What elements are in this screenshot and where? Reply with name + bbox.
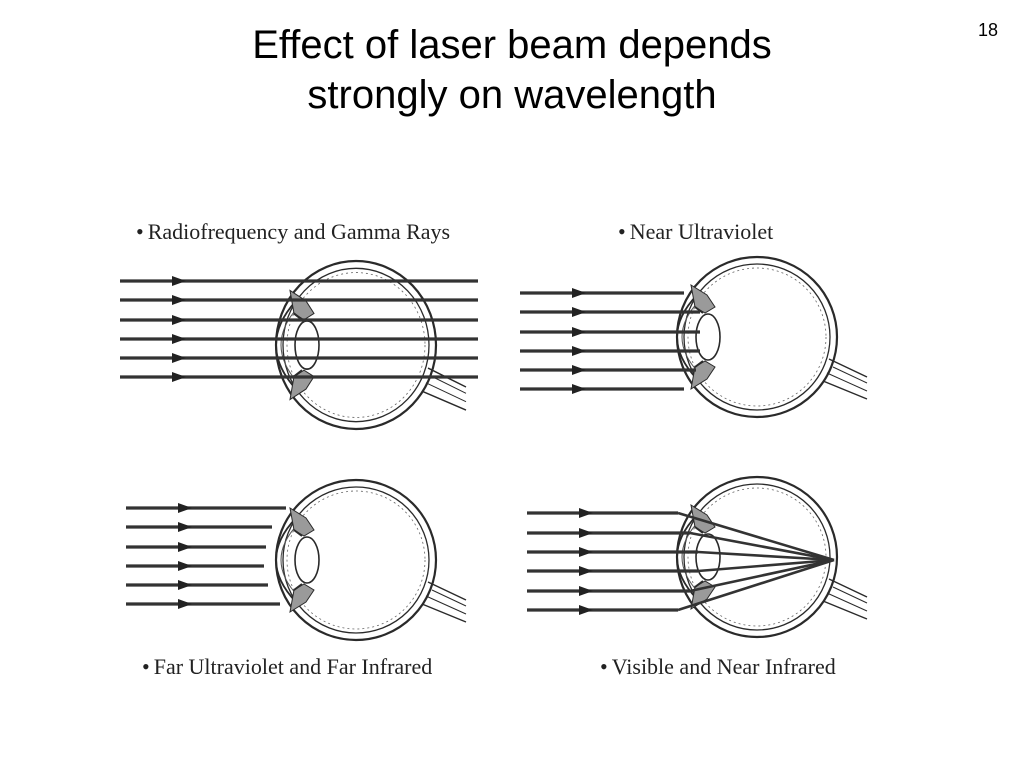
eye-diagram-far-uv-far-ir <box>126 478 468 642</box>
bullet-icon: • <box>618 219 626 244</box>
eye-diagram-visible-near-ir <box>527 475 869 639</box>
eye-diagram-radiofrequency-gamma <box>120 259 478 431</box>
panel-label-far-uv-far-ir: •Far Ultraviolet and Far Infrared <box>142 654 433 679</box>
bullet-icon: • <box>142 654 150 679</box>
panel-label-near-ultraviolet: •Near Ultraviolet <box>618 219 774 244</box>
slide-title-line-1: Effect of laser beam depends <box>252 23 772 67</box>
eye-diagram-near-ultraviolet <box>520 255 869 419</box>
bullet-icon: • <box>600 654 608 679</box>
bullet-icon: • <box>136 219 144 244</box>
panel-label-radiofrequency-gamma: •Radiofrequency and Gamma Rays <box>136 219 451 244</box>
slide-title-line-2: strongly on wavelength <box>307 73 717 117</box>
slide-title: Effect of laser beam depends strongly on… <box>0 20 1024 120</box>
slide-number: 18 <box>977 20 998 40</box>
panel-label-visible-near-ir: •Visible and Near Infrared <box>600 654 836 679</box>
